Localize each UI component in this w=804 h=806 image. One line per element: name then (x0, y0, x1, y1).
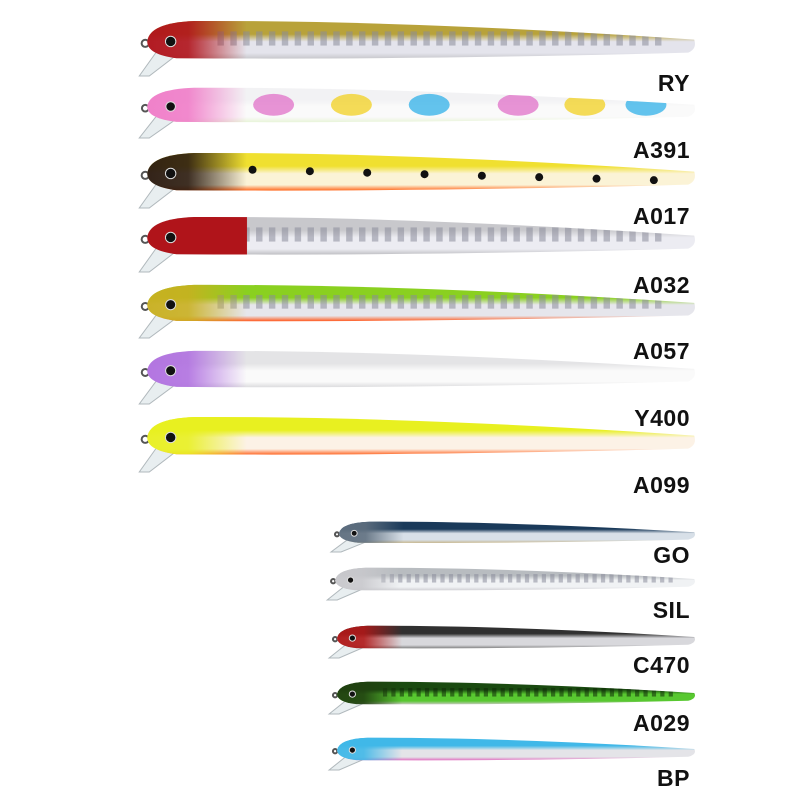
lure-eye (348, 634, 357, 642)
lure-code-label: A029 (633, 710, 690, 736)
lure-code-label: C470 (633, 652, 690, 678)
lure-eye (348, 690, 357, 698)
lure-code-label: RY (657, 70, 690, 96)
lure-code-label: GO (653, 542, 690, 568)
lure-eye (164, 35, 177, 48)
lure-eye (164, 231, 177, 244)
split-ring-icon (331, 636, 339, 643)
lure-eye (346, 576, 355, 584)
lure-eye (165, 101, 176, 112)
lure-a099 (138, 416, 695, 473)
lure-code-label: BP (657, 765, 690, 791)
lure-eye (165, 299, 177, 311)
lure-sil (325, 567, 695, 601)
split-ring-icon (331, 692, 339, 699)
lure-eye (348, 746, 357, 754)
lure-a017 (138, 152, 695, 209)
lure-code-label: A032 (633, 272, 690, 298)
lure-code-label: SIL (652, 597, 690, 623)
lure-eye (164, 431, 177, 444)
split-ring-icon (333, 531, 341, 538)
lure-a029 (327, 681, 696, 715)
lure-eye (164, 167, 177, 180)
lure-a391 (138, 87, 695, 139)
lure-a057 (138, 284, 695, 339)
lure-code-label: Y400 (634, 405, 690, 431)
lure-code-label: A017 (633, 203, 690, 229)
split-ring-icon (331, 748, 339, 755)
lure-c470 (327, 625, 696, 659)
lure-bp (327, 737, 696, 771)
lure-y400 (138, 350, 695, 405)
lure-code-label: A099 (633, 472, 690, 498)
lure-eye (350, 529, 358, 537)
lure-code-label: A057 (633, 338, 690, 364)
lure-code-label: A391 (633, 137, 690, 163)
lure-ry (138, 20, 695, 77)
split-ring-icon (330, 578, 337, 585)
lure-go (329, 521, 696, 553)
lure-eye (165, 365, 177, 377)
lure-a032 (138, 216, 695, 273)
